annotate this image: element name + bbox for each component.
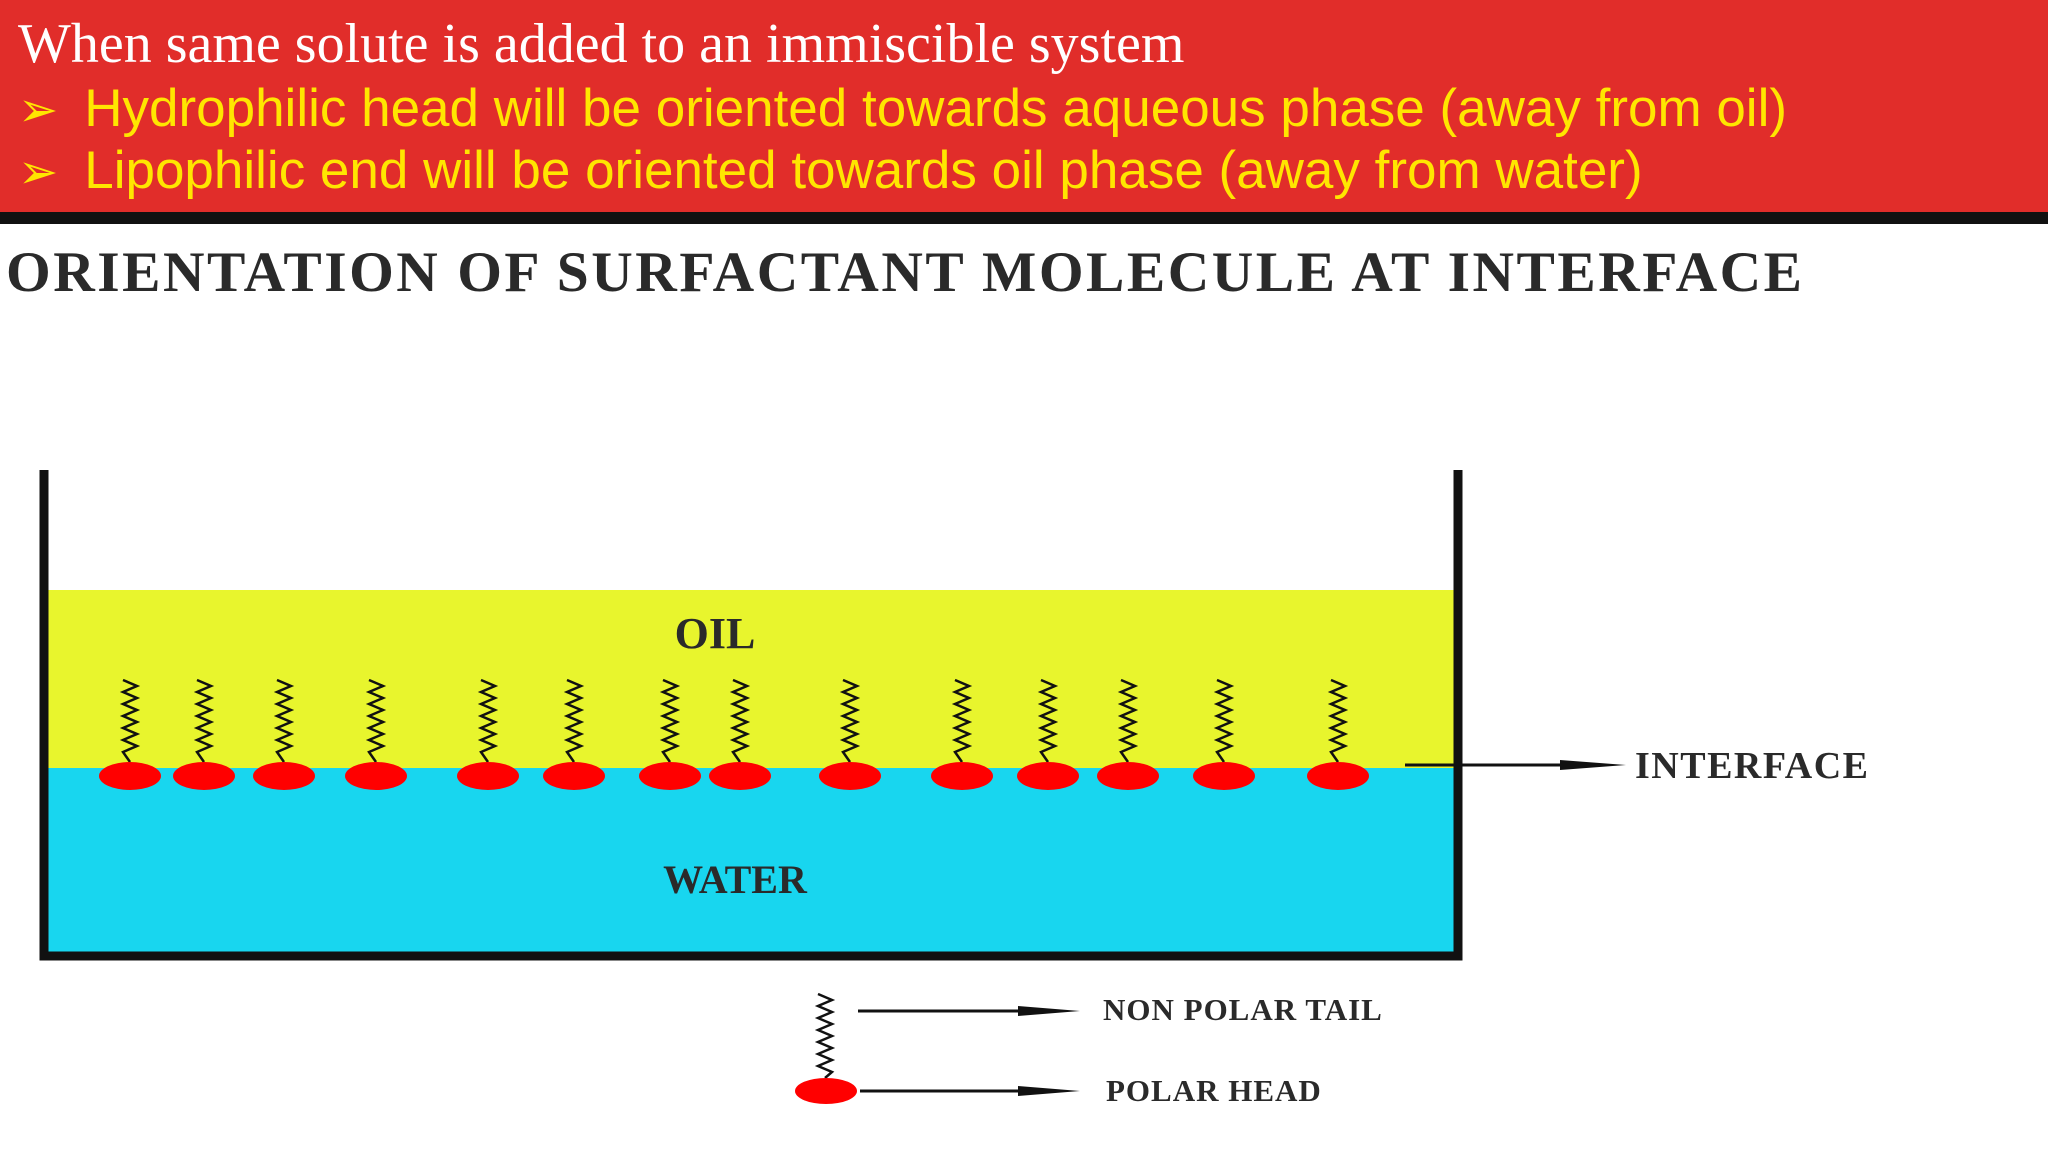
legend-head-icon bbox=[795, 1078, 857, 1104]
water-label: WATER bbox=[663, 857, 808, 902]
nonpolar-tail bbox=[659, 678, 681, 763]
polar-head bbox=[639, 762, 701, 790]
header-heading: When same solute is added to an immiscib… bbox=[18, 13, 1185, 75]
interface-arrow-icon bbox=[1560, 760, 1626, 770]
legend-head-label: POLAR HEAD bbox=[1106, 1073, 1322, 1108]
legend-arrow-icon bbox=[1018, 1006, 1080, 1016]
polar-head bbox=[1097, 762, 1159, 790]
nonpolar-tail bbox=[365, 678, 387, 763]
bullet-item: ➢ Hydrophilic head will be oriented towar… bbox=[18, 78, 1787, 139]
arrow-bullet-icon: ➢ bbox=[18, 84, 59, 137]
nonpolar-tail bbox=[729, 678, 751, 763]
polar-head bbox=[931, 762, 993, 790]
legend-tail-label: NON POLAR TAIL bbox=[1103, 992, 1383, 1027]
bullet-item: ➢ Lipophilic end will be oriented towards… bbox=[18, 140, 1643, 201]
polar-head bbox=[457, 762, 519, 790]
polar-head bbox=[1307, 762, 1369, 790]
container-beaker bbox=[39, 470, 1463, 961]
bullet-text: Lipophilic end will be oriented towards … bbox=[84, 141, 1643, 200]
nonpolar-tail bbox=[477, 678, 499, 763]
legend-tail-icon bbox=[814, 992, 836, 1079]
water-layer bbox=[46, 768, 1456, 954]
diagram-title: ORIENTATION OF SURFACTANT MOLECULE AT IN… bbox=[6, 241, 1805, 304]
nonpolar-tail bbox=[119, 678, 141, 763]
polar-head bbox=[543, 762, 605, 790]
polar-head bbox=[99, 762, 161, 790]
nonpolar-tail bbox=[1213, 678, 1235, 763]
interface-label: INTERFACE bbox=[1635, 745, 1870, 787]
nonpolar-tail bbox=[1037, 678, 1059, 763]
nonpolar-tail bbox=[563, 678, 585, 763]
polar-head bbox=[345, 762, 407, 790]
polar-head bbox=[173, 762, 235, 790]
polar-head bbox=[1017, 762, 1079, 790]
legend-arrow-icon bbox=[1018, 1086, 1080, 1096]
header-divider bbox=[0, 212, 2048, 224]
nonpolar-tail bbox=[1327, 678, 1349, 763]
oil-label: OIL bbox=[675, 609, 756, 658]
surfactant-molecules bbox=[99, 678, 1369, 790]
arrow-bullet-icon: ➢ bbox=[18, 146, 59, 199]
bullet-text: Hydrophilic head will be oriented toward… bbox=[84, 79, 1787, 138]
polar-head bbox=[819, 762, 881, 790]
header-band: When same solute is added to an immiscib… bbox=[0, 0, 2048, 212]
nonpolar-tail bbox=[1117, 678, 1139, 763]
nonpolar-tail bbox=[193, 678, 215, 763]
nonpolar-tail bbox=[273, 678, 295, 763]
legend: NON POLAR TAIL POLAR HEAD bbox=[795, 992, 1383, 1108]
polar-head bbox=[709, 762, 771, 790]
polar-head bbox=[253, 762, 315, 790]
nonpolar-tail bbox=[951, 678, 973, 763]
oil-layer bbox=[46, 590, 1456, 770]
nonpolar-tail bbox=[839, 678, 861, 763]
polar-head bbox=[1193, 762, 1255, 790]
